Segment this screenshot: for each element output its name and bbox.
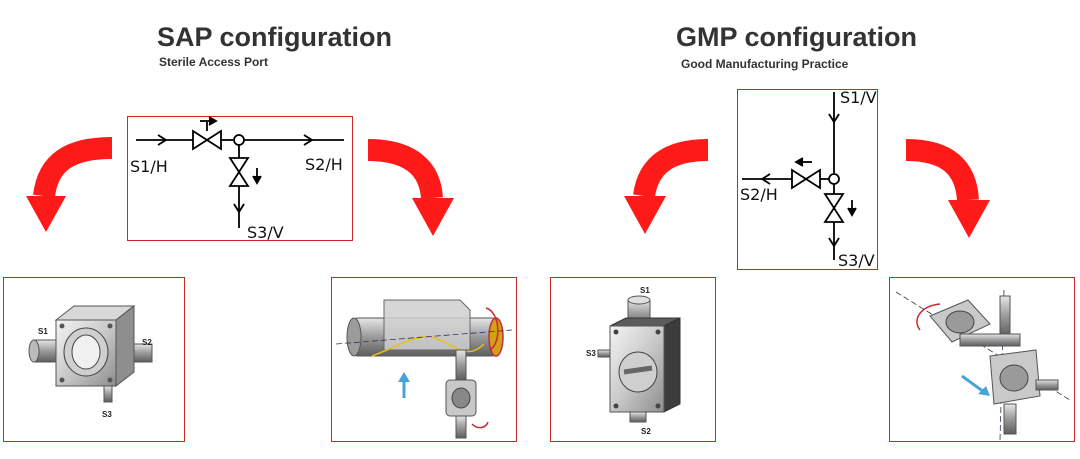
sap-subtitle: Sterile Access Port [159, 55, 268, 69]
gmp-schematic-s1-label: S1/V [840, 88, 877, 107]
sap-port-s3-label: S3 [102, 410, 112, 419]
red-curved-arrow-sap-left [26, 137, 113, 232]
sap-schematic-s2-label: S2/H [305, 155, 343, 174]
gmp-schematic-s2-label: S2/H [740, 185, 778, 204]
gmp-port-body-illustration [597, 295, 681, 423]
sap-port-s2-label: S2 [142, 338, 152, 347]
gmp-installed-illustration [895, 289, 1071, 441]
red-curved-arrow-gmp-right [905, 139, 990, 238]
sap-schematic-s1-label: S1/H [130, 157, 168, 176]
gmp-valve-schematic [742, 92, 857, 260]
gmp-installed-image-frame [889, 277, 1075, 442]
sap-port-body-illustration [28, 304, 153, 403]
sap-title: SAP configuration [157, 22, 393, 52]
red-curved-arrow-gmp-left [624, 139, 709, 234]
gmp-port-s2-label: S2 [641, 427, 651, 436]
sap-installed-illustration [335, 299, 513, 439]
sap-schematic-s3-label: S3/V [247, 223, 284, 242]
gmp-title: GMP configuration [676, 22, 917, 52]
gmp-subtitle: Good Manufacturing Practice [681, 57, 849, 71]
gmp-port-s1-label: S1 [640, 286, 650, 295]
gmp-port-s3-label: S3 [586, 349, 596, 358]
sap-port-s1-label: S1 [38, 327, 48, 336]
gmp-schematic-s3-label: S3/V [838, 251, 875, 270]
red-curved-arrow-sap-right [367, 139, 454, 236]
sap-valve-schematic [136, 116, 344, 228]
